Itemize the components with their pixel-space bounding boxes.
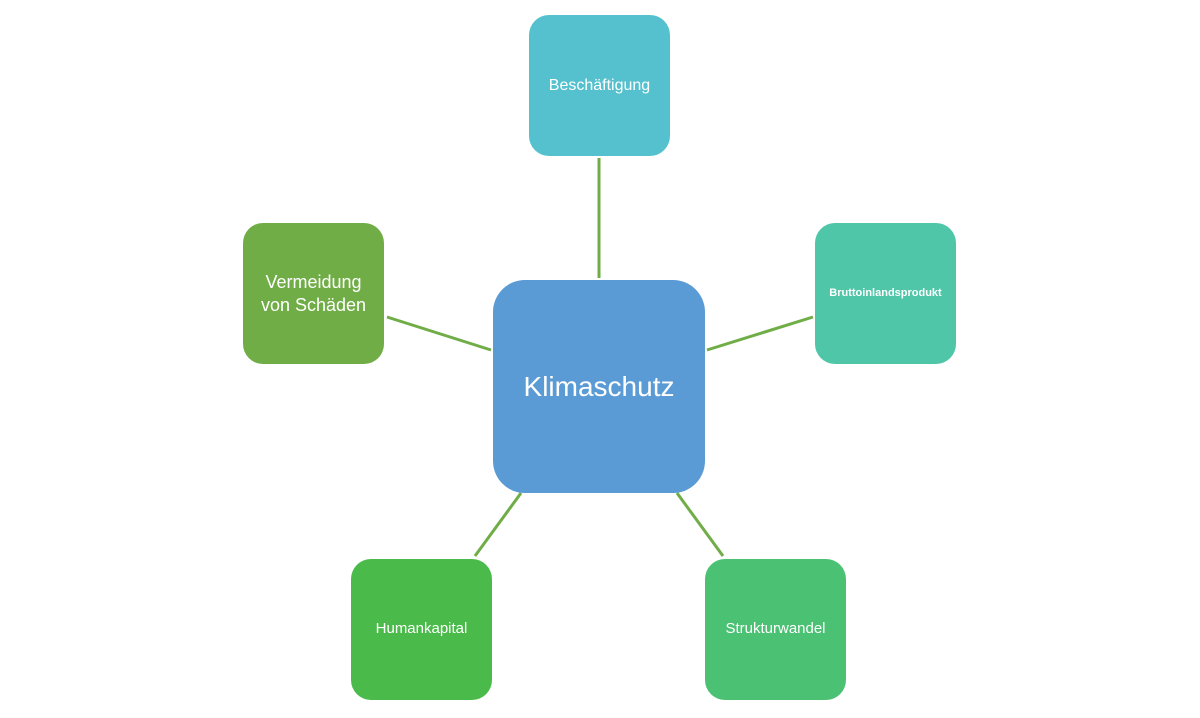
center-node-label: Klimaschutz <box>523 371 675 402</box>
node-label: Humankapital <box>375 620 468 638</box>
node-vermeidung-von-schaeden[interactable]: Vermeidung von Schäden <box>243 223 384 364</box>
node-strukturwandel[interactable]: Strukturwandel <box>705 559 846 700</box>
connector-center-left <box>386 315 492 352</box>
connector-center-bottom-right <box>675 492 725 557</box>
node-label: Bruttoinlandsprodukt <box>829 286 942 299</box>
node-bruttoinlandsprodukt[interactable]: Bruttoinlandsprodukt <box>815 223 956 364</box>
node-label: Vermeidung von Schäden <box>260 272 367 315</box>
connector-center-right <box>706 315 814 352</box>
connector-center-bottom-left <box>473 492 523 557</box>
node-beschaeftigung[interactable]: Beschäftigung <box>529 15 670 156</box>
center-node-klimaschutz[interactable]: Klimaschutz <box>493 280 705 493</box>
node-label: Strukturwandel <box>725 620 826 638</box>
node-label: Beschäftigung <box>548 76 651 94</box>
node-humankapital[interactable]: Humankapital <box>351 559 492 700</box>
